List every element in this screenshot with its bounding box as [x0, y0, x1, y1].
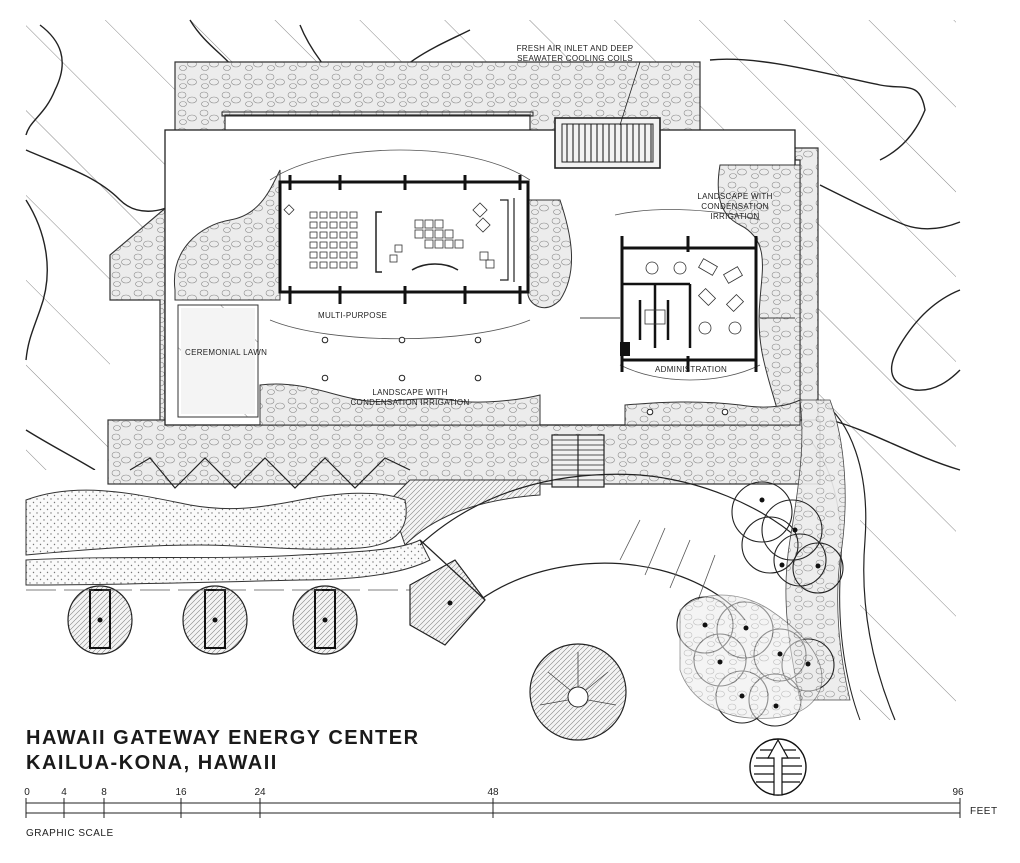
label-landscape-right-line3: IRRIGATION: [710, 212, 760, 221]
scale-tick-48: 48: [487, 787, 499, 798]
drawing-title: HAWAII GATEWAY ENERGY CENTER: [26, 727, 420, 749]
tree-trunks: [97, 617, 328, 623]
outer-wall-band: [107, 419, 821, 485]
entry-drive-arc-outer: [419, 473, 801, 546]
label-fresh-air-line1: FRESH AIR INLET AND DEEP: [516, 44, 634, 53]
multi-purpose-columns: [288, 175, 522, 304]
scale-tick-4: 4: [61, 787, 67, 798]
mp-right-wall: [500, 198, 515, 282]
label-fresh-air-inlet: FRESH AIR INLET AND DEEP SEAWATER COOLIN…: [510, 44, 640, 64]
admin-furniture: [644, 258, 745, 335]
terrain-contour: [890, 289, 961, 391]
label-landscape-center-line1: LANDSCAPE WITH: [372, 388, 448, 397]
drive-entry-line: [419, 539, 486, 601]
scale-unit-label: FEET: [970, 806, 998, 817]
round-planter-center: [567, 686, 589, 708]
label-administration: ADMINISTRATION: [655, 365, 728, 374]
round-planter-rays: [539, 652, 617, 706]
terrain-contour: [25, 199, 48, 361]
diamond-planter: [409, 559, 486, 646]
right-site-edge: [819, 399, 896, 721]
stage-bracket: [375, 211, 382, 273]
stage-arc: [411, 263, 459, 271]
cooling-coils: [561, 123, 654, 163]
label-landscape-right-line2: CONDENSATION: [701, 202, 769, 211]
scale-tick-16: 16: [175, 787, 187, 798]
scale-tick-8: 8: [101, 787, 107, 798]
lower-stone-planter: [679, 594, 823, 719]
north-arrow-pointer: [766, 738, 790, 796]
admin-landscape-planter: [624, 399, 801, 426]
diamond-planter-tree: [447, 600, 453, 606]
tree-canopies-upper: [731, 481, 844, 594]
center-landscape-planter: [259, 383, 541, 426]
admin-columns: [620, 236, 758, 372]
label-landscape-right: LANDSCAPE WITH CONDENSATION IRRIGATION: [690, 192, 780, 222]
graphic-scale-caption: GRAPHIC SCALE: [26, 828, 114, 839]
admin-door-strip: [620, 342, 630, 356]
label-fresh-air-line2: SEAWATER COOLING COILS: [517, 54, 633, 63]
label-landscape-right-line1: LANDSCAPE WITH: [697, 192, 773, 201]
drawing-subtitle: KAILUA-KONA, HAWAII: [26, 752, 278, 774]
scale-tick-0: 0: [24, 787, 30, 798]
right-stone-shoulder: [785, 399, 851, 701]
terrain-contour: [819, 184, 961, 230]
parking-stall-lines: [619, 519, 716, 601]
admin-partitions: [622, 282, 692, 348]
scale-tick-24: 24: [254, 787, 266, 798]
label-multi-purpose: MULTI-PURPOSE: [318, 311, 388, 320]
dotted-groundcover-strip: [25, 539, 431, 586]
zigzag-retaining-wall: [129, 457, 411, 489]
label-landscape-center-line2: CONDENSATION IRRIGATION: [350, 398, 470, 407]
ceremonial-lawn-fill: [181, 308, 255, 414]
left-landscape-planter: [173, 169, 281, 301]
entry-steps: [551, 434, 605, 488]
multi-purpose-roof-arc: [269, 149, 531, 181]
terrain-contour: [25, 24, 63, 136]
graphic-scale-bar: [25, 798, 961, 818]
dotted-groundcover: [25, 489, 407, 556]
perimeter-wall-line: [221, 111, 534, 117]
exhibit-tables: [283, 202, 495, 269]
admin-roof-arc-bottom: [619, 364, 761, 381]
admin-roof-arc: [614, 209, 761, 221]
terrain-contour: [25, 149, 181, 212]
multi-purpose-building: [278, 180, 530, 294]
herringbone-planting-band: [389, 479, 541, 546]
terrain-contour: [709, 58, 926, 161]
auditorium-seating: [309, 211, 358, 269]
coils-leader-line: [619, 61, 641, 126]
parking-stall-markers: [89, 589, 336, 649]
label-landscape-center: LANDSCAPE WITH CONDENSATION IRRIGATION: [335, 388, 485, 408]
site-lights: [321, 336, 729, 416]
scale-tick-96: 96: [952, 787, 964, 798]
tree-trunks-site: [702, 497, 821, 709]
mp-right-landscape-planter: [527, 199, 572, 309]
label-ceremonial-lawn: CEREMONIAL LAWN: [185, 348, 268, 357]
terrain-contour: [25, 429, 96, 471]
right-stone-planter: [717, 164, 801, 421]
